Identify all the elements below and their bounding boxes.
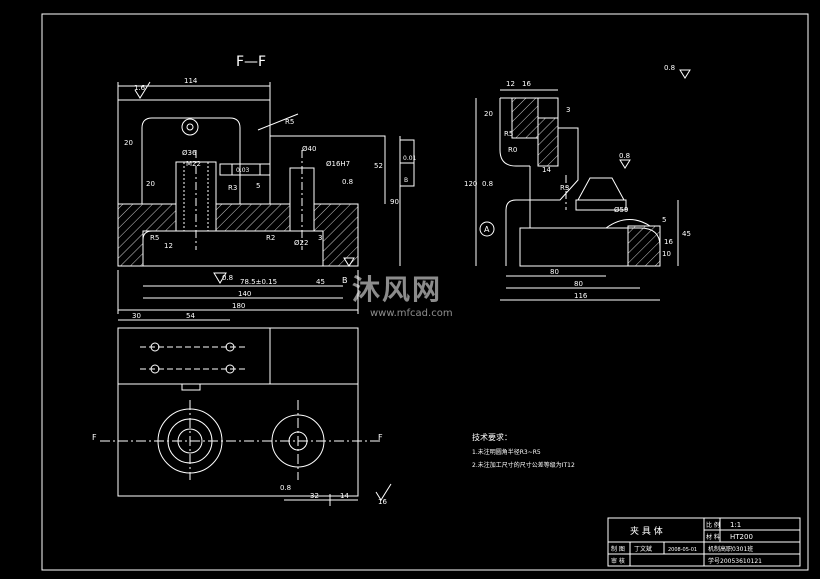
- view-label-b: B: [342, 276, 348, 285]
- dim-front-45: 45: [316, 278, 325, 286]
- dim-side-80-inner: 80: [550, 268, 559, 276]
- tol-flatness: 0.01: [403, 155, 417, 162]
- dim-front-114: 114: [184, 77, 198, 85]
- title-block-designer-label: 制 图: [611, 545, 625, 553]
- dim-side-r5: R5: [504, 130, 513, 138]
- title-block-student-id: 学号20053610121: [708, 557, 762, 565]
- dim-side-r3: R3: [560, 184, 569, 192]
- dim-front-dia16h7: Ø16H7: [326, 160, 350, 168]
- title-block-class: 机制高职0301班: [708, 545, 753, 553]
- front-section-view: [117, 81, 415, 314]
- dim-front-dia40: Ø40: [302, 145, 316, 153]
- watermark: 沐风网 www.mfcad.com: [352, 268, 453, 319]
- dim-side-08-left: 0.8: [482, 180, 493, 188]
- dim-side-10: 10: [662, 250, 671, 258]
- title-block-date: 2008-05-01: [668, 547, 697, 553]
- dim-top-30: 30: [132, 312, 141, 320]
- dim-front-20-vertical: 20: [146, 180, 155, 188]
- title-block: [607, 517, 801, 567]
- dim-front-180: 180: [232, 302, 245, 310]
- roughness-general: 0.8: [664, 64, 675, 72]
- dim-side-dia59: Ø59: [614, 206, 628, 214]
- dim-top-54: 54: [186, 312, 195, 320]
- title-block-designer-value: 丁文斌: [634, 545, 652, 553]
- dim-top-08: 0.8: [280, 484, 291, 492]
- dim-front-785: 78.5±0.15: [240, 278, 277, 286]
- view-label-a: A: [484, 225, 490, 234]
- title-block-material-value: HT200: [730, 533, 753, 541]
- dim-front-90: 90: [390, 198, 399, 206]
- dim-side-5: 5: [662, 216, 666, 224]
- tol-position: 0.03: [236, 167, 250, 174]
- notes-line-1: 1.未注明圆角半径R3~R5: [472, 448, 541, 456]
- dim-front-5: 5: [256, 182, 260, 190]
- title-block-scale-value: 1:1: [730, 521, 741, 529]
- dim-front-140: 140: [238, 290, 251, 298]
- dim-front-r3: R3: [228, 184, 237, 192]
- dim-side-20: 20: [484, 110, 493, 118]
- watermark-brand: 沐风网: [352, 273, 443, 306]
- top-view: [100, 319, 392, 506]
- dim-front-dia22: Ø22: [294, 239, 308, 247]
- dim-front-m22: M22: [186, 160, 201, 168]
- section-mark-left: F: [92, 433, 97, 442]
- dim-top-32: 32: [310, 492, 319, 500]
- tol-datum-b: B: [404, 177, 408, 184]
- dim-front-r5-left: R5: [150, 234, 159, 242]
- watermark-url: www.mfcad.com: [370, 308, 453, 319]
- dim-side-3: 3: [566, 106, 570, 114]
- title-block-scale-label: 比 例: [706, 521, 720, 529]
- dim-front-52: 52: [374, 162, 383, 170]
- dim-side-14: 14: [542, 166, 551, 174]
- dim-front-r2: R2: [266, 234, 275, 242]
- dim-side-45: 45: [682, 230, 691, 238]
- dim-front-08-bottom: 0.8: [222, 274, 233, 282]
- title-block-name: 夹 具 体: [630, 525, 663, 537]
- dim-front-r5-top: R5: [285, 118, 294, 126]
- dim-front-dia36: Ø36: [182, 149, 197, 157]
- sheet-border: [41, 13, 809, 571]
- title-block-checker-label: 审 核: [611, 557, 625, 565]
- dim-front-08-right: 0.8: [342, 178, 353, 186]
- dim-side-16: 16: [522, 80, 531, 88]
- dim-side-r0: R0: [508, 146, 517, 154]
- dim-front-20: 20: [124, 139, 133, 147]
- dim-side-80: 80: [574, 280, 583, 288]
- side-view: [475, 89, 679, 301]
- dim-side-116: 116: [574, 292, 588, 300]
- dim-front-3: 3: [318, 234, 322, 242]
- dim-side-120: 120: [464, 180, 477, 188]
- notes-line-2: 2.未注加工尺寸的尺寸公差等级为IT12: [472, 461, 575, 469]
- dim-side-16b: 16: [664, 238, 673, 246]
- notes-heading: 技术要求：: [472, 432, 512, 442]
- section-title: F—F: [236, 54, 266, 70]
- dim-front-12: 12: [164, 242, 173, 250]
- dim-top-16: 16: [378, 498, 387, 506]
- section-mark-right: F: [378, 433, 383, 442]
- title-block-material-label: 材 料: [706, 533, 720, 541]
- dim-side-08-top: 0.8: [619, 152, 630, 160]
- dim-top-14: 14: [340, 492, 349, 500]
- dim-side-12: 12: [506, 80, 515, 88]
- dim-front-roughness-16: 1.6: [134, 84, 146, 92]
